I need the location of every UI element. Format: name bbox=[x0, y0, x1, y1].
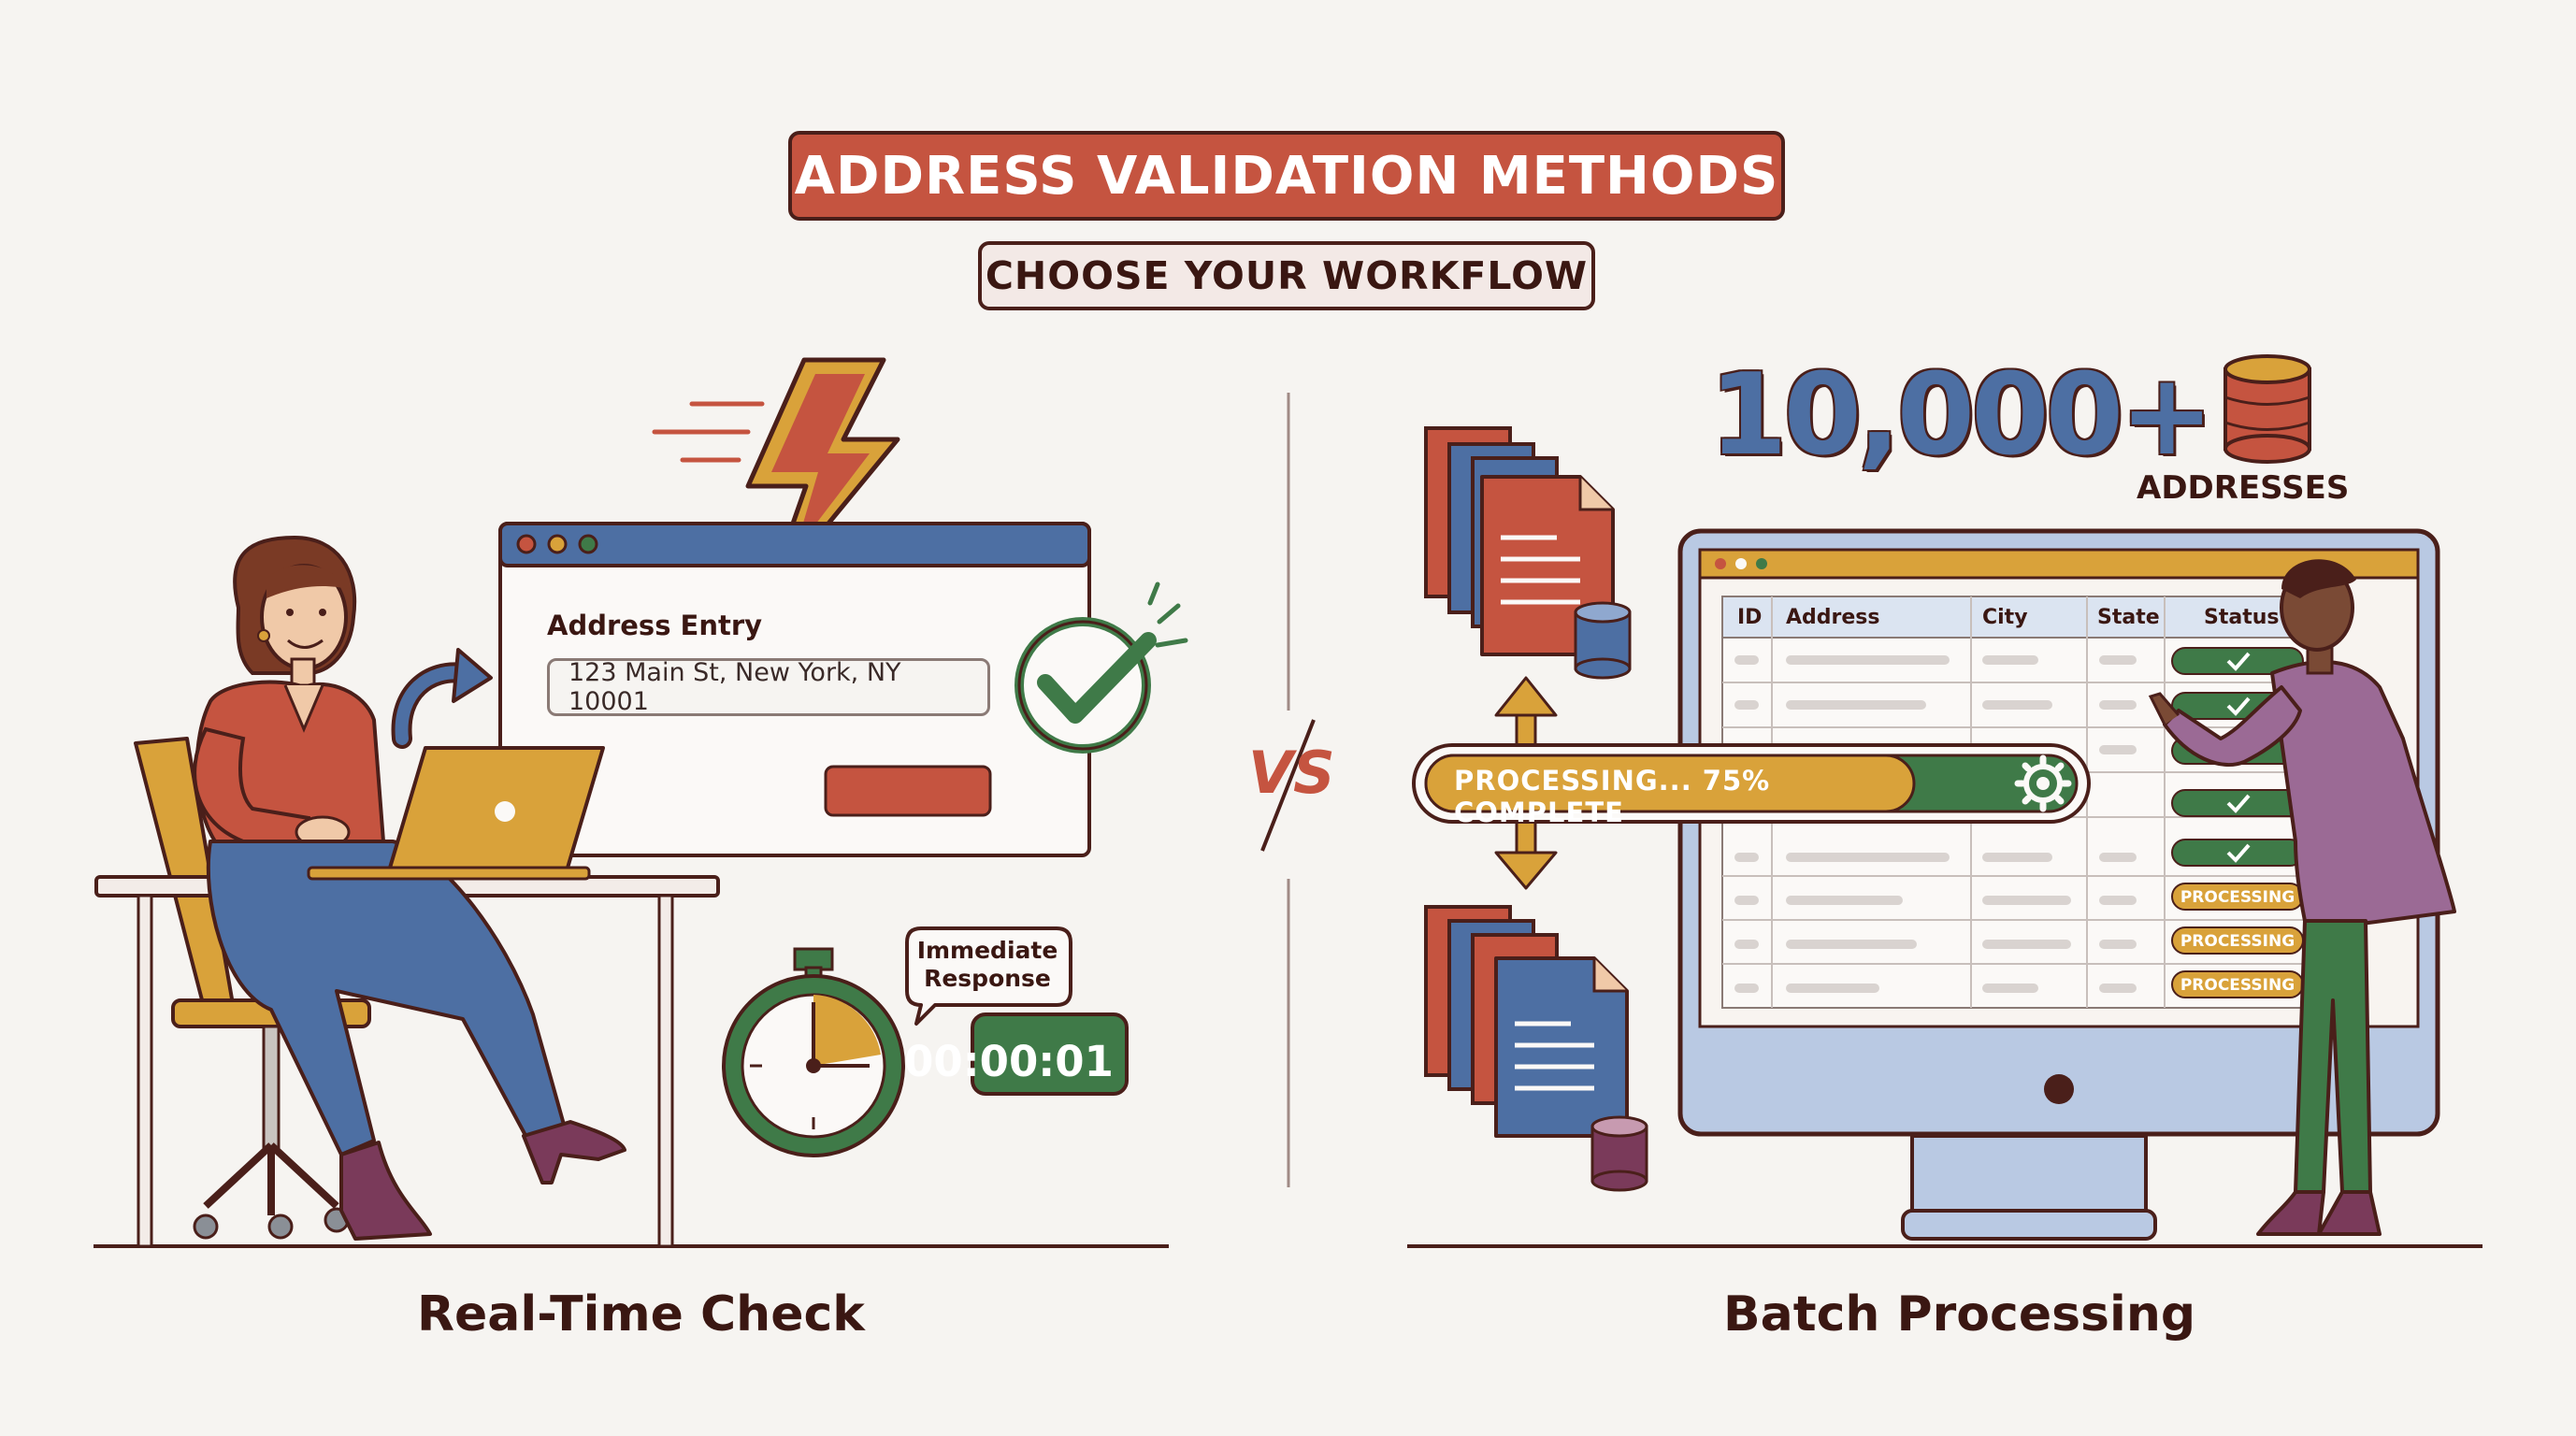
laptop bbox=[307, 746, 605, 881]
document-stack-icon-bottom bbox=[1424, 905, 1648, 1192]
vs-slash bbox=[1260, 719, 1316, 852]
table-header-address: Address bbox=[1786, 606, 1880, 629]
lightning-icon bbox=[652, 357, 900, 601]
gear-icon bbox=[2014, 754, 2072, 812]
status-processing-3: PROCESSING bbox=[2180, 976, 2295, 995]
timer-readout: 00:00:01 bbox=[904, 1036, 1114, 1086]
man-figure bbox=[2148, 559, 2456, 1236]
stopwatch-icon bbox=[722, 947, 1129, 1157]
address-count: 10,000+ bbox=[1709, 351, 2214, 481]
table-header-state: State bbox=[2097, 606, 2160, 629]
subtitle-badge: CHOOSE YOUR WORKFLOW bbox=[978, 241, 1595, 310]
arrow-icon-down bbox=[1494, 811, 1558, 890]
checkmark-icon bbox=[1015, 582, 1188, 754]
arrow-icon bbox=[391, 648, 493, 749]
status-processing-chips bbox=[2171, 883, 2304, 998]
progress-bar bbox=[1412, 743, 2091, 824]
woman-figure bbox=[193, 535, 626, 1241]
table-header-id: ID bbox=[1737, 606, 1763, 629]
address-input[interactable]: 123 Main St, New York, NY 10001 bbox=[547, 658, 990, 716]
main-title: ADDRESS VALIDATION METHODS bbox=[788, 131, 1785, 221]
bubble-label: Immediate Response bbox=[916, 937, 1058, 992]
address-count-label: ADDRESSES bbox=[2137, 469, 2350, 507]
submit-button bbox=[824, 765, 992, 817]
caption-left: Real-Time Check bbox=[417, 1286, 865, 1343]
speech-bubble bbox=[905, 926, 1072, 1026]
vs-label: VS bbox=[1248, 739, 1335, 807]
status-processing-1: PROCESSING bbox=[2180, 888, 2295, 907]
database-icon bbox=[2223, 354, 2311, 464]
progress-label: PROCESSING... 75% COMPLETE bbox=[1454, 765, 1771, 828]
document-stack-icon bbox=[1424, 426, 1632, 680]
status-processing-2: PROCESSING bbox=[2180, 932, 2295, 951]
table-header-city: City bbox=[1982, 606, 2028, 629]
caption-right: Batch Processing bbox=[1723, 1286, 2196, 1343]
form-label: Address Entry bbox=[547, 610, 763, 641]
table-header-status: Status bbox=[2204, 606, 2280, 629]
progress-fill bbox=[1424, 754, 1916, 813]
